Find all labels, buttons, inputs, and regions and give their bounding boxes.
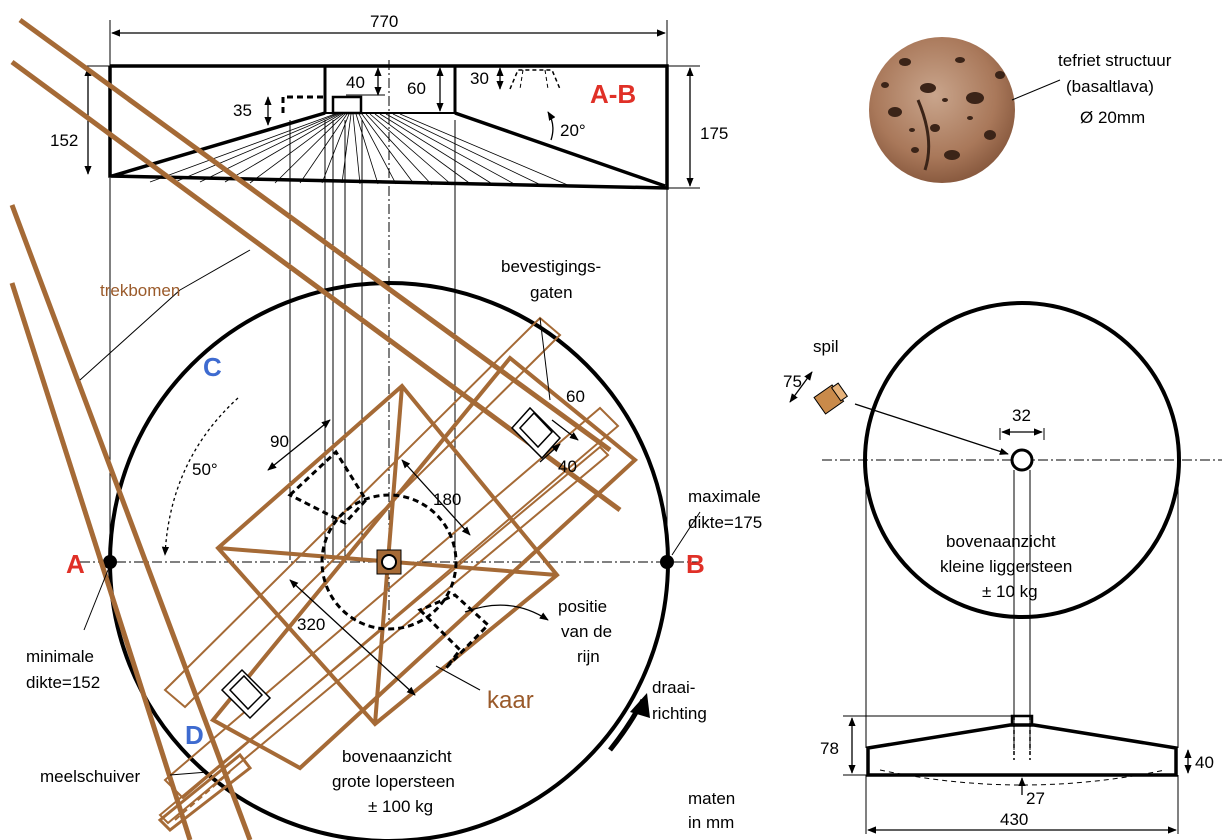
label-draai-1: draai- — [652, 678, 695, 697]
point-b: B — [686, 549, 705, 579]
bolt-holes — [220, 406, 562, 720]
dim-40-small: 40 — [1195, 753, 1214, 772]
small-stone-outline — [863, 301, 1181, 619]
label-max-1: maximale — [688, 487, 761, 506]
small-stone-view: 32 75 spil bovenaanzicht kleine liggerst… — [783, 301, 1222, 834]
dim-78: 78 — [820, 739, 839, 758]
large-stone-top-view: A B C D — [9, 17, 762, 840]
label-maten-2: in mm — [688, 813, 734, 832]
label-grote-3: ± 100 kg — [368, 797, 433, 816]
label-bevestigings-2: gaten — [530, 283, 573, 302]
label-positie-3: rijn — [577, 647, 600, 666]
texture-line1: tefriet structuur — [1058, 51, 1172, 70]
label-positie-1: positie — [558, 597, 607, 616]
section-label: A-B — [590, 79, 636, 109]
texture-line3: Ø 20mm — [1080, 108, 1145, 127]
label-meelschuiver: meelschuiver — [40, 767, 140, 786]
point-d: D — [185, 720, 204, 750]
dim-180: 180 — [433, 490, 461, 509]
label-max-2: dikte=175 — [688, 513, 762, 532]
dim-30: 30 — [470, 69, 489, 88]
fan-lines — [149, 113, 571, 187]
dim-152: 152 — [50, 131, 78, 150]
dim-320: 320 — [297, 615, 325, 634]
label-grote-2: grote lopersteen — [332, 772, 455, 791]
point-c: C — [203, 352, 222, 382]
label-min-2: dikte=152 — [26, 673, 100, 692]
dim-35: 35 — [233, 101, 252, 120]
dim-40-top: 40 — [346, 73, 365, 92]
angle-50: 50° — [192, 460, 218, 479]
label-maten-1: maten — [688, 789, 735, 808]
label-kleine-1: bovenaanzicht — [946, 532, 1056, 551]
point-a: A — [66, 549, 85, 579]
dim-430: 430 — [1000, 810, 1028, 829]
label-bevestigings-1: bevestigings- — [501, 257, 601, 276]
meelschuiver-shape — [157, 752, 253, 832]
label-kleine-3: ± 10 kg — [982, 582, 1038, 601]
projection-lines — [109, 20, 668, 560]
spil-shape — [813, 382, 849, 415]
label-trekbomen: trekbomen — [100, 281, 180, 300]
dim-75: 75 — [783, 372, 802, 391]
label-draai-2: richting — [652, 704, 707, 723]
dim-27: 27 — [1026, 789, 1045, 808]
dim-60-top: 60 — [407, 79, 426, 98]
dim-770: 770 — [370, 12, 398, 31]
label-positie-2: van de — [561, 622, 612, 641]
texture-line2: (basaltlava) — [1066, 77, 1154, 96]
dim-90: 90 — [270, 432, 289, 451]
stone-texture: tefriet structuur (basaltlava) Ø 20mm — [869, 37, 1172, 183]
label-min-1: minimale — [26, 647, 94, 666]
dim-32: 32 — [1012, 406, 1031, 425]
dim-60-bolt: 60 — [566, 387, 585, 406]
angle-20: 20° — [560, 121, 586, 140]
label-grote-1: bovenaanzicht — [342, 747, 452, 766]
label-kaar: kaar — [487, 687, 534, 714]
label-kleine-2: kleine liggersteen — [940, 557, 1072, 576]
section-view-a-b: 770 40 60 30 35 152 175 20° A-B — [50, 12, 728, 620]
dim-40-bolt: 40 — [558, 457, 577, 476]
label-spil: spil — [813, 337, 839, 356]
rijn-lower — [417, 593, 491, 670]
dim-175: 175 — [700, 124, 728, 143]
